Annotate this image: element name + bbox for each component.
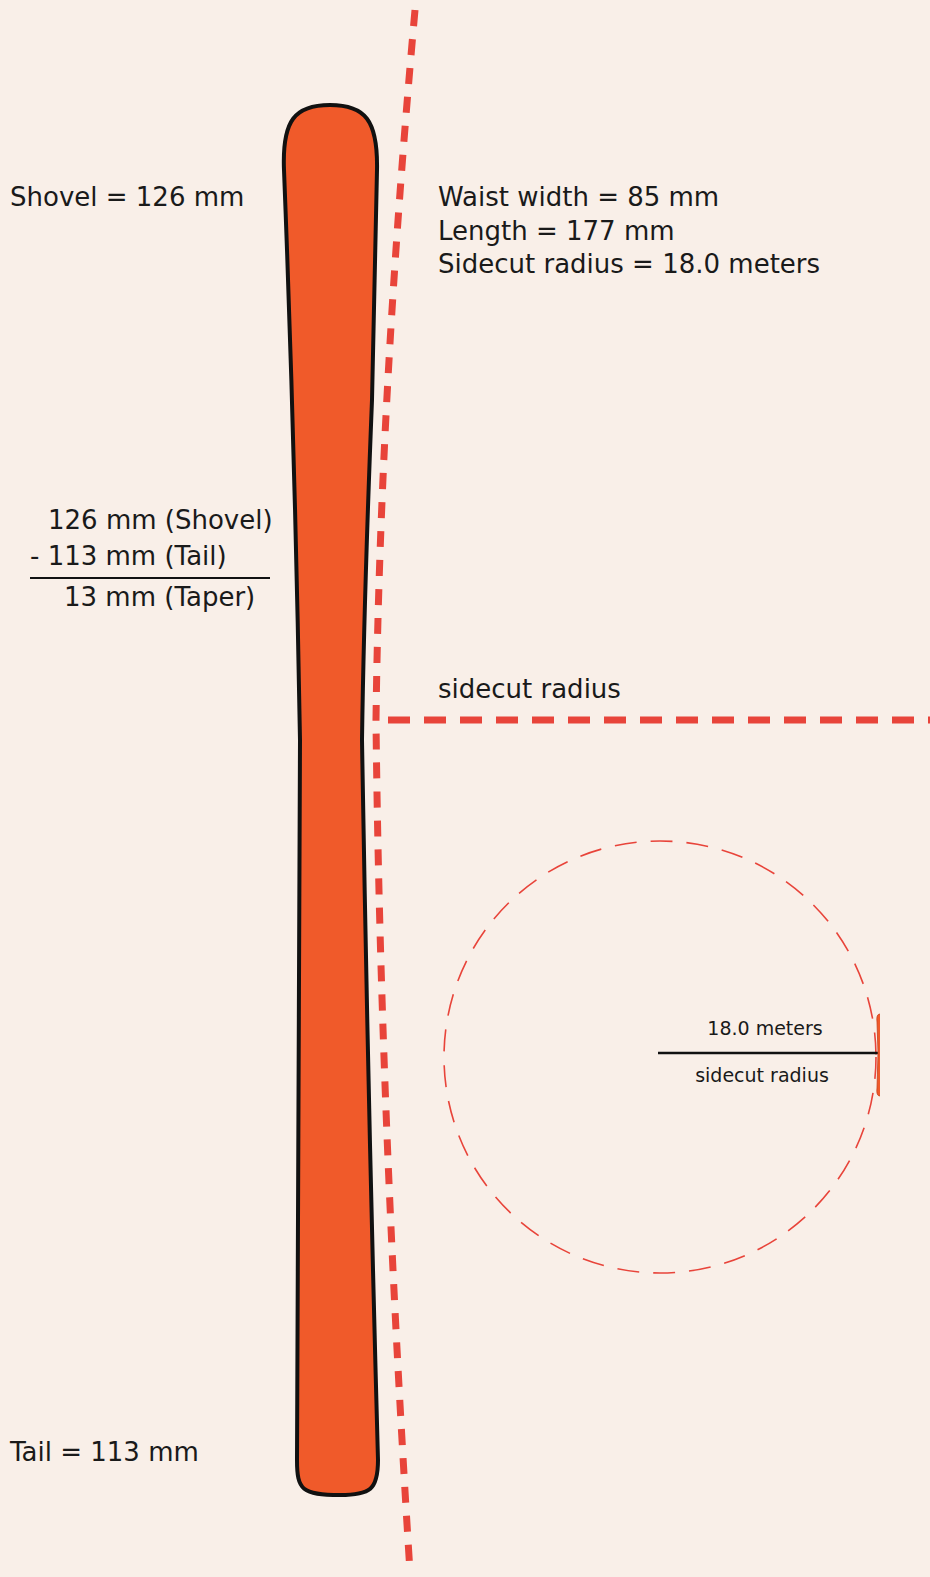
dimension-label: - 113 mm (Tail) xyxy=(30,542,227,572)
dimension-label: Shovel = 126 mm xyxy=(10,183,244,213)
radius-circle: 18.0 meters sidecut radius xyxy=(440,838,880,1278)
dimension-label: sidecut radius xyxy=(438,675,621,705)
dimension-label: 13 mm (Taper) xyxy=(64,583,255,613)
ski-shape xyxy=(284,105,378,1495)
dimension-label: Sidecut radius = 18.0 meters xyxy=(438,250,820,280)
radius-line xyxy=(658,1052,880,1055)
radius-text: 18.0 meters xyxy=(707,1018,822,1039)
small-ski xyxy=(877,1014,880,1096)
sidecut-arc xyxy=(376,10,415,1572)
dimension-label: Length = 177 mm xyxy=(438,217,675,247)
dimension-label: 126 mm (Shovel) xyxy=(48,506,273,536)
circle-outline xyxy=(440,838,880,1278)
subtraction-line xyxy=(30,577,270,579)
radius-line xyxy=(388,717,930,724)
radius-text: sidecut radius xyxy=(695,1065,829,1086)
turn-circle xyxy=(444,841,876,1273)
dimension-label: Waist width = 85 mm xyxy=(438,183,719,213)
dimension-label: Tail = 113 mm xyxy=(10,1438,199,1468)
